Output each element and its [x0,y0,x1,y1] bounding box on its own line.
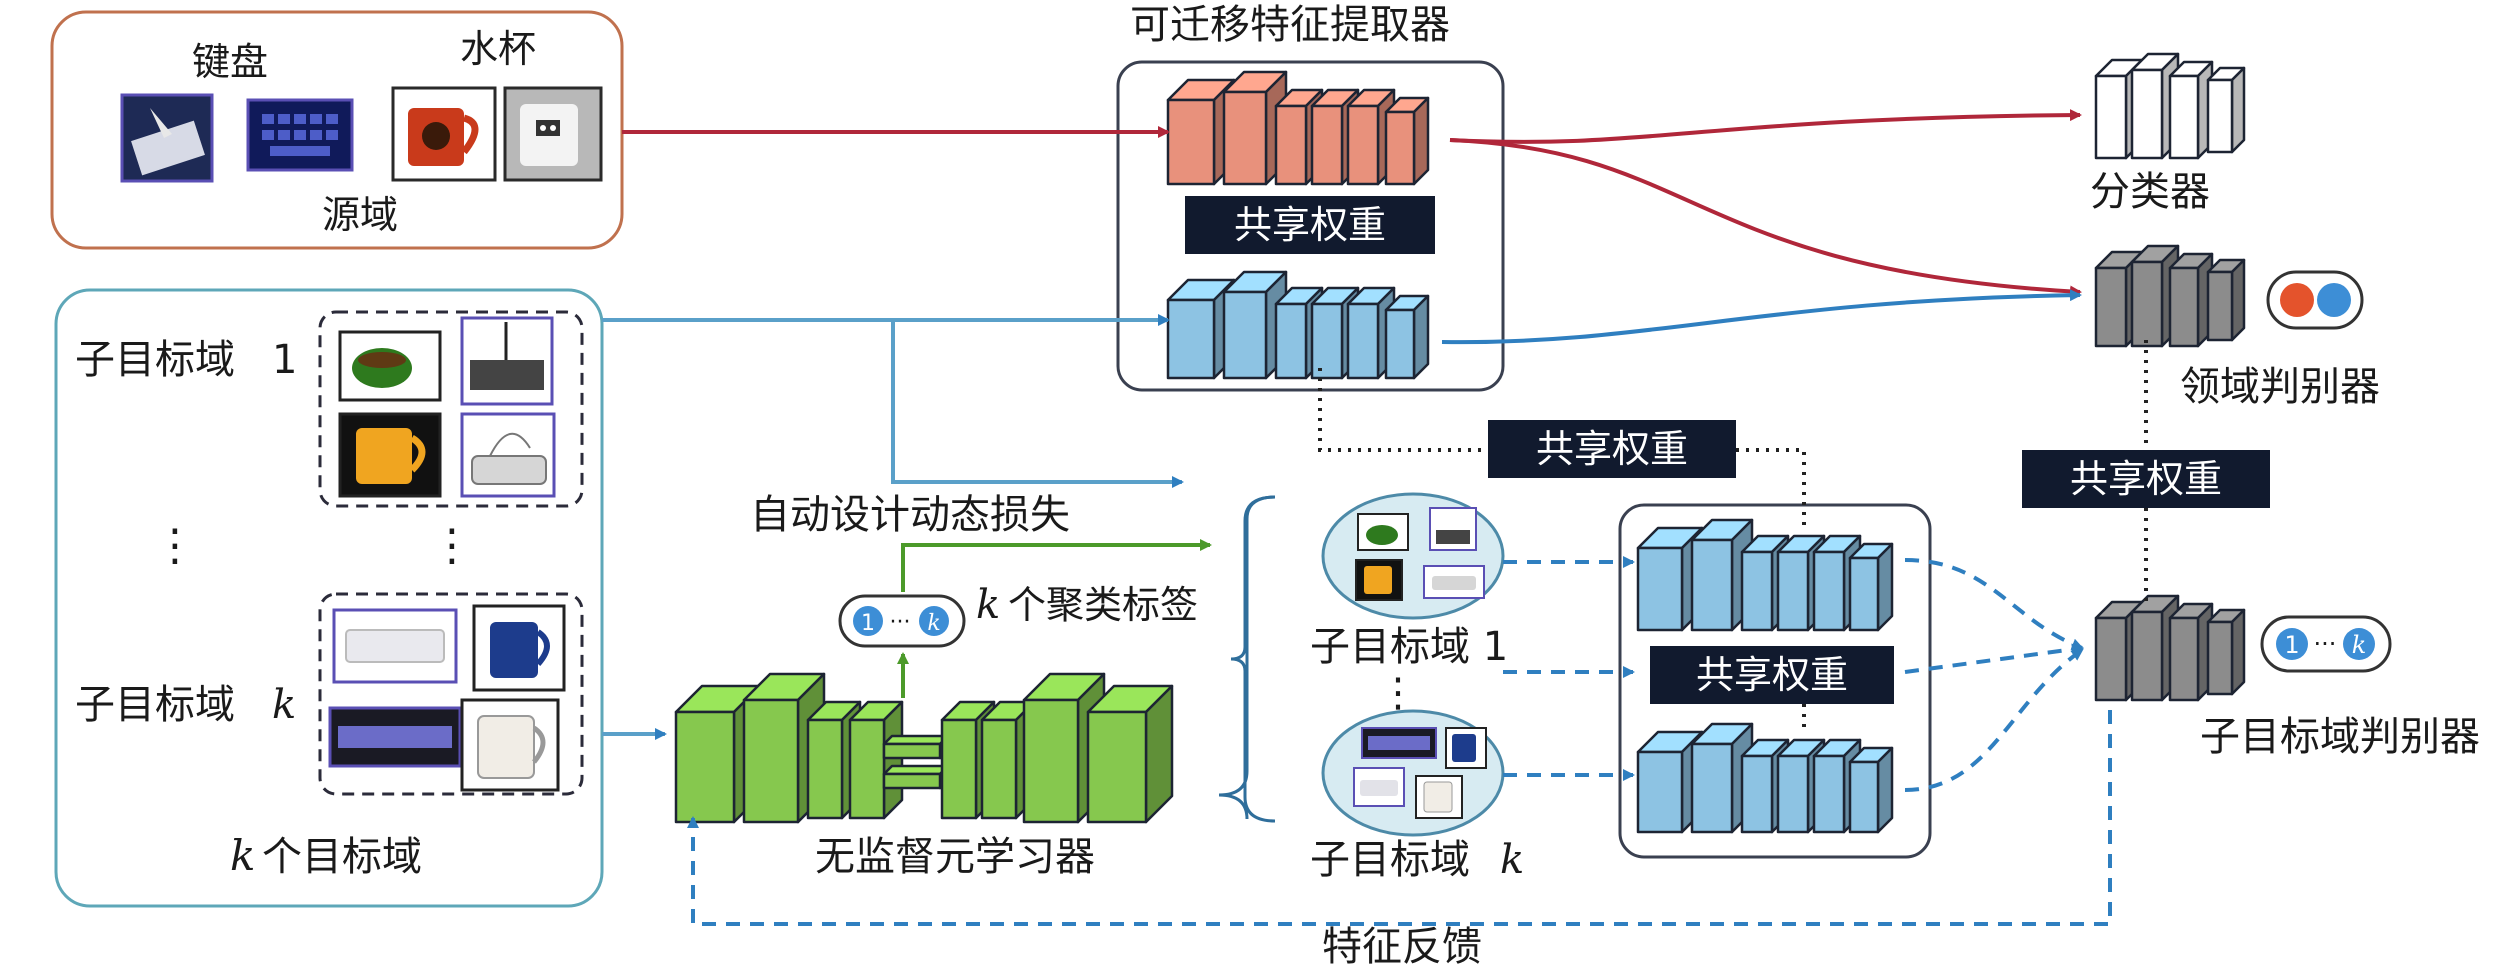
svg-text:···: ··· [890,610,911,635]
bracket [1230,495,1276,823]
red-cnn-block [1310,88,1360,186]
keyboard-thumbnail [246,98,354,172]
cup-label: 水杯 [460,27,536,71]
blue-cnn-block [1690,518,1754,632]
feature-extractor-box [1116,60,1505,392]
keyboard-thumbnail [460,412,556,498]
sub-domain-1-index: 1 [272,337,297,383]
svg-text:共享权重: 共享权重 [1696,653,1848,697]
source-domain-label: 源域 [322,193,398,237]
target-domains-box: 子目标域 1 子目标域 k ⋮ ⋮ k 个目标域 [54,288,604,908]
meta-learner-bottleneck [882,734,950,760]
classifier-block [2206,66,2246,154]
svg-text:k: k [2352,631,2367,659]
blue-cnn-blocks [1636,518,1894,632]
sub-domain-discriminator-block [2168,602,2214,702]
svg-text:共享权重: 共享权重 [1536,427,1688,471]
k-target-domains-var: k [230,831,255,880]
svg-text:1: 1 [861,611,875,636]
feature-feedback-label: 特征反馈 [1322,924,1482,970]
auto-loss-label: 自动设计动态损失 [750,492,1070,538]
classifier-label: 分类器 [2090,169,2210,215]
connectors [602,109,2148,926]
bracket [1218,495,1276,820]
sub-domain-discriminator-blocks [2094,594,2246,702]
blue-cnn-block [1384,294,1430,380]
meta-learner-block [1086,684,1174,824]
cup-thumbnail [338,330,442,402]
feature-extractor-title: 可迁移特征提取器 [1130,2,1450,48]
domain-discriminator-label: 领域判别器 [2180,364,2380,410]
keyboard-label: 键盘 [192,40,268,84]
mug-thumbnail [338,412,442,498]
shared-weight-badge: 共享权重 [1185,196,1435,254]
mug-thumbnail [391,86,497,182]
keyboard-thumbnail [460,316,554,406]
classifier-blocks [2094,52,2246,160]
svg-text:共享权重: 共享权重 [2070,457,2222,501]
svg-text:k: k [927,611,940,636]
mug-thumbnail [460,698,560,792]
mug-thumbnail [503,86,603,182]
mug-thumbnail [472,604,566,692]
domain-indicator-pill [2266,270,2364,330]
keyboard-thumbnail [332,608,458,684]
cluster-k-ellipse [1321,709,1505,837]
blue-cnn-blocks [1636,722,1894,834]
svg-text:1: 1 [2284,631,2299,659]
shared-weight-badge: 共享权重 [2022,450,2270,508]
vertical-dots: ⋮ [1378,670,1418,716]
svg-text:···: ··· [2314,630,2337,658]
target-extractor-box [1618,503,1932,859]
blue-cnn-block [1848,542,1894,632]
target-dot-icon [2317,283,2351,317]
classifier-block [2168,60,2214,160]
red-cnn-block [1384,96,1430,186]
cluster-label-pill: 1 ··· k [838,594,966,648]
sub-domain-k-index: k [272,682,296,728]
keyboard-thumbnail [328,706,462,768]
vertical-dots: ⋮ [153,520,197,571]
shared-weight-badge: 共享权重 [1650,646,1894,704]
source-domain-box: 键盘 水杯 源域 [50,10,624,250]
source-dot-icon [2280,283,2314,317]
shared-weight-badge: 共享权重 [1488,420,1736,478]
domain-discriminator-block [2168,252,2214,348]
blue-cnn-block [1848,746,1894,834]
domain-discriminator-blocks [2094,244,2246,348]
sub-domain-k-group [318,592,584,796]
cluster-count-var: k [976,582,1000,628]
sub-domain-1-label: 子目标域 [75,337,235,383]
meta-learner-blocks [674,672,1174,824]
sub-domain-discriminator-label: 子目标域判别器 [2200,714,2480,760]
red-cnn-blocks [1166,70,1430,186]
vertical-dots: ⋮ [430,520,474,571]
cluster-k-var: k [1500,837,1524,883]
keyboard-thumbnail [120,93,214,183]
meta-learner-block [848,700,904,820]
cluster-k-label: 子目标域 [1310,837,1470,883]
cluster-index-pill: 1 ··· k [2260,615,2392,673]
meta-learner-bottleneck [882,764,950,790]
svg-text:共享权重: 共享权重 [1234,203,1386,247]
domain-discriminator-block [2206,258,2246,342]
cluster-1-label: 子目标域 1 [1310,624,1508,670]
cluster-1-ellipse [1321,492,1505,620]
blue-cnn-blocks [1166,270,1430,380]
sub-domain-k-label: 子目标域 [75,682,235,728]
meta-learner-label: 无监督元学习器 [815,834,1095,880]
k-target-domains-label: 个目标域 [262,834,422,880]
cluster-labels-label: 个聚类标签 [1008,583,1198,627]
sub-domain-discriminator-block [2206,608,2246,696]
